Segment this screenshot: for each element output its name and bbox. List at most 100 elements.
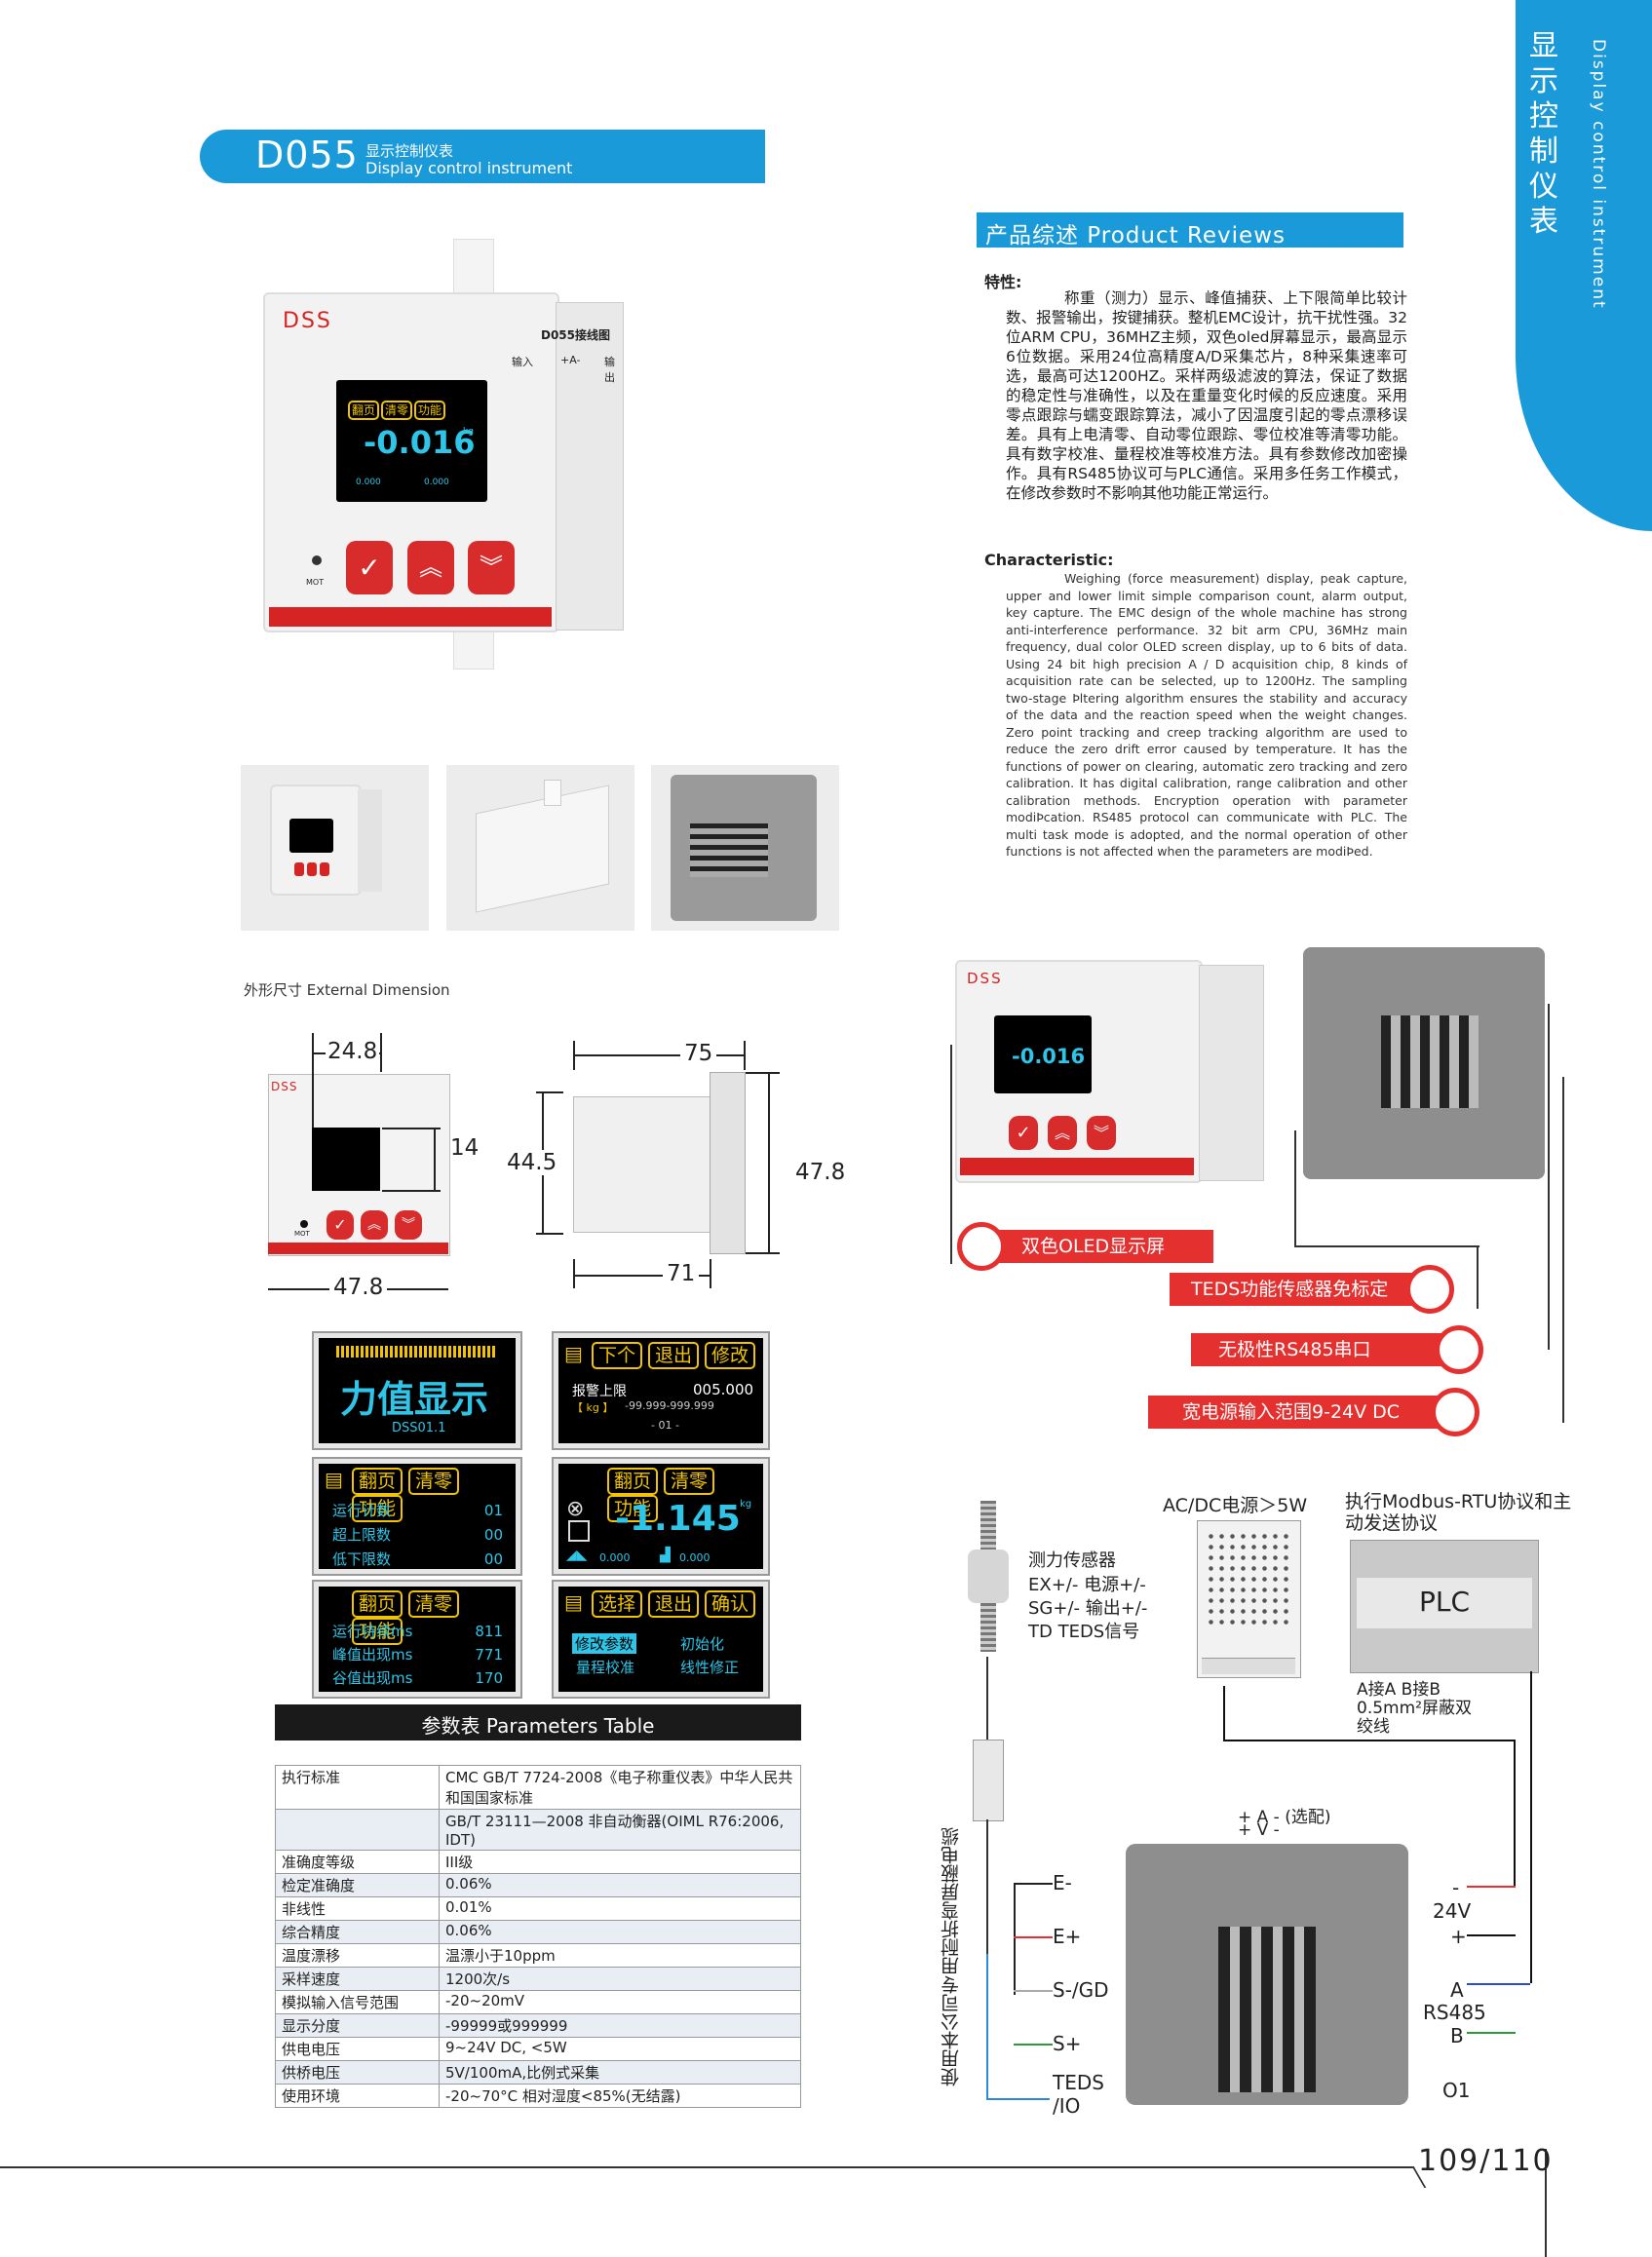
plc-label: PLC: [1419, 1586, 1471, 1618]
s2-btn-next: 下个: [592, 1342, 643, 1369]
force-sensor: [968, 1501, 1009, 1657]
dim-height: 47.8: [795, 1160, 846, 1185]
feature-label: 特性:: [984, 273, 1022, 291]
dimension-side: 44.5 75 47.8 71: [507, 1033, 897, 1296]
params-key: 显示分度: [275, 2013, 440, 2038]
s1-version: DSS01.1: [392, 1421, 446, 1435]
side-tab-cn: 显示控制仪表: [1529, 29, 1558, 239]
down-button[interactable]: ︾: [468, 541, 515, 594]
feature-power-text: 宽电源输入范围9-24V DC: [1182, 1401, 1401, 1423]
params-key: 检定准确度: [275, 1873, 440, 1897]
header-title-en: Display control instrument: [365, 159, 573, 177]
params-value: -99999或999999: [439, 2013, 801, 2038]
s6-btn-exit: 退出: [648, 1590, 700, 1618]
wterm-e-minus: E-: [1053, 1871, 1072, 1894]
params-title: 参数表 Parameters Table: [275, 1704, 801, 1741]
feature-btn-2: ︽: [1048, 1116, 1077, 1150]
panel-ai: +A-: [560, 354, 581, 366]
screen-reading: 翻页清零功能 ⊗ -1.145 kg ◢◣ 0.000 ▟ 0.000: [552, 1457, 770, 1576]
s6-menu-2: 初始化: [680, 1635, 725, 1653]
product-review-title: 产品综述 Product Reviews: [985, 223, 1286, 249]
feature-brand: DSS: [967, 970, 1003, 987]
sensor-line-2: SG+/- 输出+/-: [1028, 1598, 1148, 1619]
s1-title: 力值显示: [340, 1378, 489, 1421]
product-code: D055: [255, 134, 359, 176]
screen-menu: ▤ 选择退出确认 修改参数 初始化 量程校准 线性修正: [552, 1580, 770, 1699]
confirm-button[interactable]: ✓: [346, 541, 393, 594]
params-row: 使用环境-20~70°C 相对湿度<85%(无结露): [275, 2084, 801, 2108]
header-pill: [200, 130, 765, 183]
screen-btn-func: 功能: [414, 401, 446, 420]
header-banner: D055 显示控制仪表 Display control instrument: [200, 130, 765, 183]
feature-btn-3: ︾: [1087, 1116, 1116, 1150]
feature-btn-1: ✓: [1009, 1116, 1038, 1150]
params-value: III级: [439, 1850, 801, 1874]
power-supply: [1197, 1520, 1301, 1678]
feature-callout-power: 宽电源输入范围9-24V DC: [1148, 1388, 1479, 1436]
main-product-image: DSS 翻页清零功能 -0.016 kg 0.000 0.000 MOT ✓ ︽…: [263, 239, 624, 669]
s2-btn-exit: 退出: [648, 1342, 700, 1369]
sub-b: 0.000: [424, 478, 449, 487]
feature-oled-text: 双色OLED显示屏: [1021, 1236, 1166, 1257]
s4-btn-func: 功能: [607, 1495, 659, 1522]
brand-logo: DSS: [283, 309, 332, 333]
feature-rs485-text: 无极性RS485串口: [1218, 1339, 1371, 1360]
cable-note: 使用本公司专用耐折弯屏蔽电缆: [941, 1827, 962, 2086]
dim-brand: DSS: [271, 1080, 298, 1093]
params-key: 采样速度: [275, 1967, 440, 1991]
params-value: 0.06%: [439, 1873, 801, 1897]
feature-oled: -0.016: [994, 1015, 1092, 1093]
dim-btn-2: ︽: [361, 1210, 388, 1240]
params-key: [275, 1809, 440, 1851]
wterm-s-plus: S+: [1053, 2032, 1082, 2055]
panel-title: D055接线图: [541, 328, 611, 342]
wterm-e-plus: E+: [1053, 1925, 1082, 1948]
feature-callout-teds: TEDS功能传感器免标定: [1170, 1265, 1454, 1314]
s3-btn-page: 翻页: [352, 1468, 403, 1495]
dim-mot: MOT: [294, 1230, 310, 1238]
s6-menu-1: 修改参数: [572, 1633, 637, 1654]
params-title-text: 参数表 Parameters Table: [421, 1714, 655, 1738]
plc-box: PLC: [1350, 1540, 1539, 1673]
dim-h2: 44.5: [507, 1150, 557, 1175]
s3-btn-zero: 清零: [408, 1468, 460, 1495]
s5-btn-page: 翻页: [352, 1590, 403, 1618]
params-key: 温度漂移: [275, 1943, 440, 1968]
params-key: 供桥电压: [275, 2060, 440, 2085]
s5-row3-k: 谷值出现ms: [332, 1669, 413, 1687]
wterm-24v: 24V: [1433, 1899, 1472, 1923]
params-key: 综合精度: [275, 1920, 440, 1944]
feature-callout-rs485: 无极性RS485串口: [1191, 1325, 1483, 1374]
s5-btn-func: 功能: [352, 1618, 403, 1645]
mot-label: MOT: [306, 578, 325, 587]
sensor-line-3: TD TEDS信号: [1028, 1622, 1140, 1642]
up-button[interactable]: ︽: [407, 541, 454, 594]
s2-range: -99.999-999.999: [625, 1399, 714, 1412]
s3-row1-v: 01: [483, 1502, 503, 1519]
wterm-o1: O1: [1442, 2079, 1471, 2102]
characteristic-label: Characteristic:: [984, 551, 1114, 569]
s2-btn-edit: 修改: [705, 1342, 756, 1369]
s3-row3-v: 00: [483, 1550, 503, 1568]
s6-menu-3: 量程校准: [576, 1659, 635, 1676]
dimension-front: DSS MOT ✓ ︽ ︾ 24.8 14 47.8: [263, 1033, 507, 1300]
side-tab: 显示控制仪表 Display control instrument: [1516, 0, 1652, 531]
plc-note: A接A B接B 0.5mm²屏蔽双绞线: [1357, 1680, 1472, 1737]
dim-w1: 24.8: [326, 1039, 380, 1064]
product-review-header: 产品综述 Product Reviews: [977, 212, 1403, 249]
params-value: -20~20mV: [439, 1990, 801, 2014]
s4-a: 0.000: [599, 1551, 631, 1564]
power-title: AC/DC电源＞5W: [1163, 1495, 1308, 1516]
mot-led: [312, 555, 322, 565]
s3-row3-k: 低下限数: [332, 1550, 392, 1568]
params-row: GB/T 23111—2008 非自动衡器(OIML R76:2006, IDT…: [275, 1809, 801, 1851]
top-label-2: + V -: [1238, 1820, 1280, 1840]
top-label: + A - (选配): [1238, 1808, 1331, 1827]
